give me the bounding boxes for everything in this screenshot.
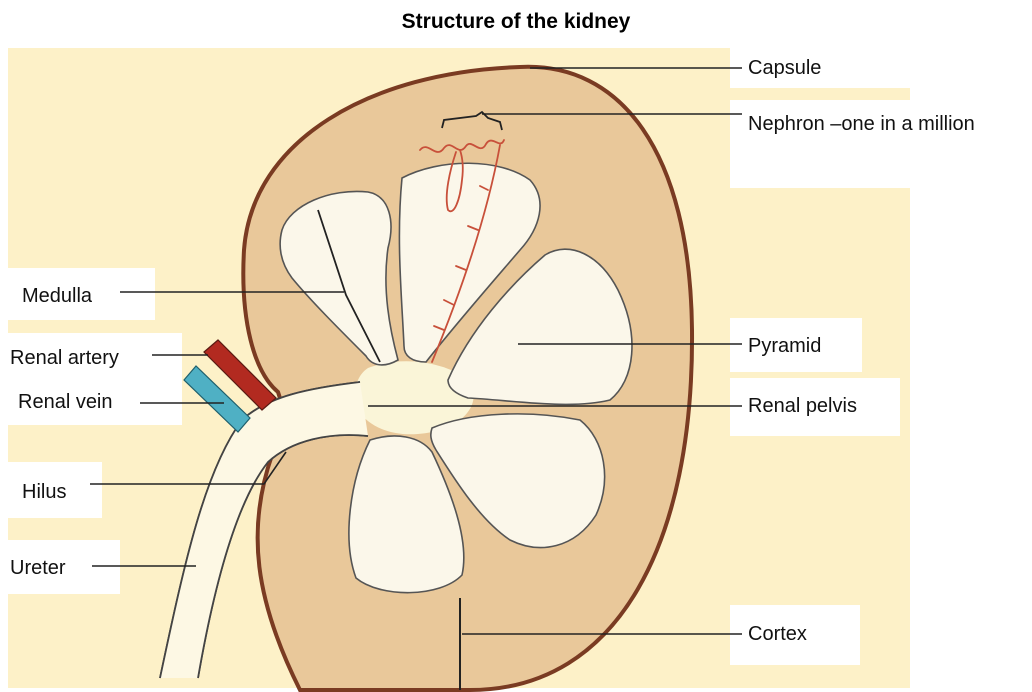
label-medulla: Medulla [22,286,92,306]
label-capsule: Capsule [748,58,821,78]
label-cortex: Cortex [748,624,807,644]
label-renal-vein: Renal vein [18,392,113,412]
label-ureter: Ureter [10,558,66,578]
label-hilus: Hilus [22,482,66,502]
label-pyramid: Pyramid [748,336,821,356]
label-nephron: Nephron –one in a million [748,114,975,134]
label-renal-pelvis: Renal pelvis [748,396,857,416]
label-renal-artery: Renal artery [10,348,119,368]
